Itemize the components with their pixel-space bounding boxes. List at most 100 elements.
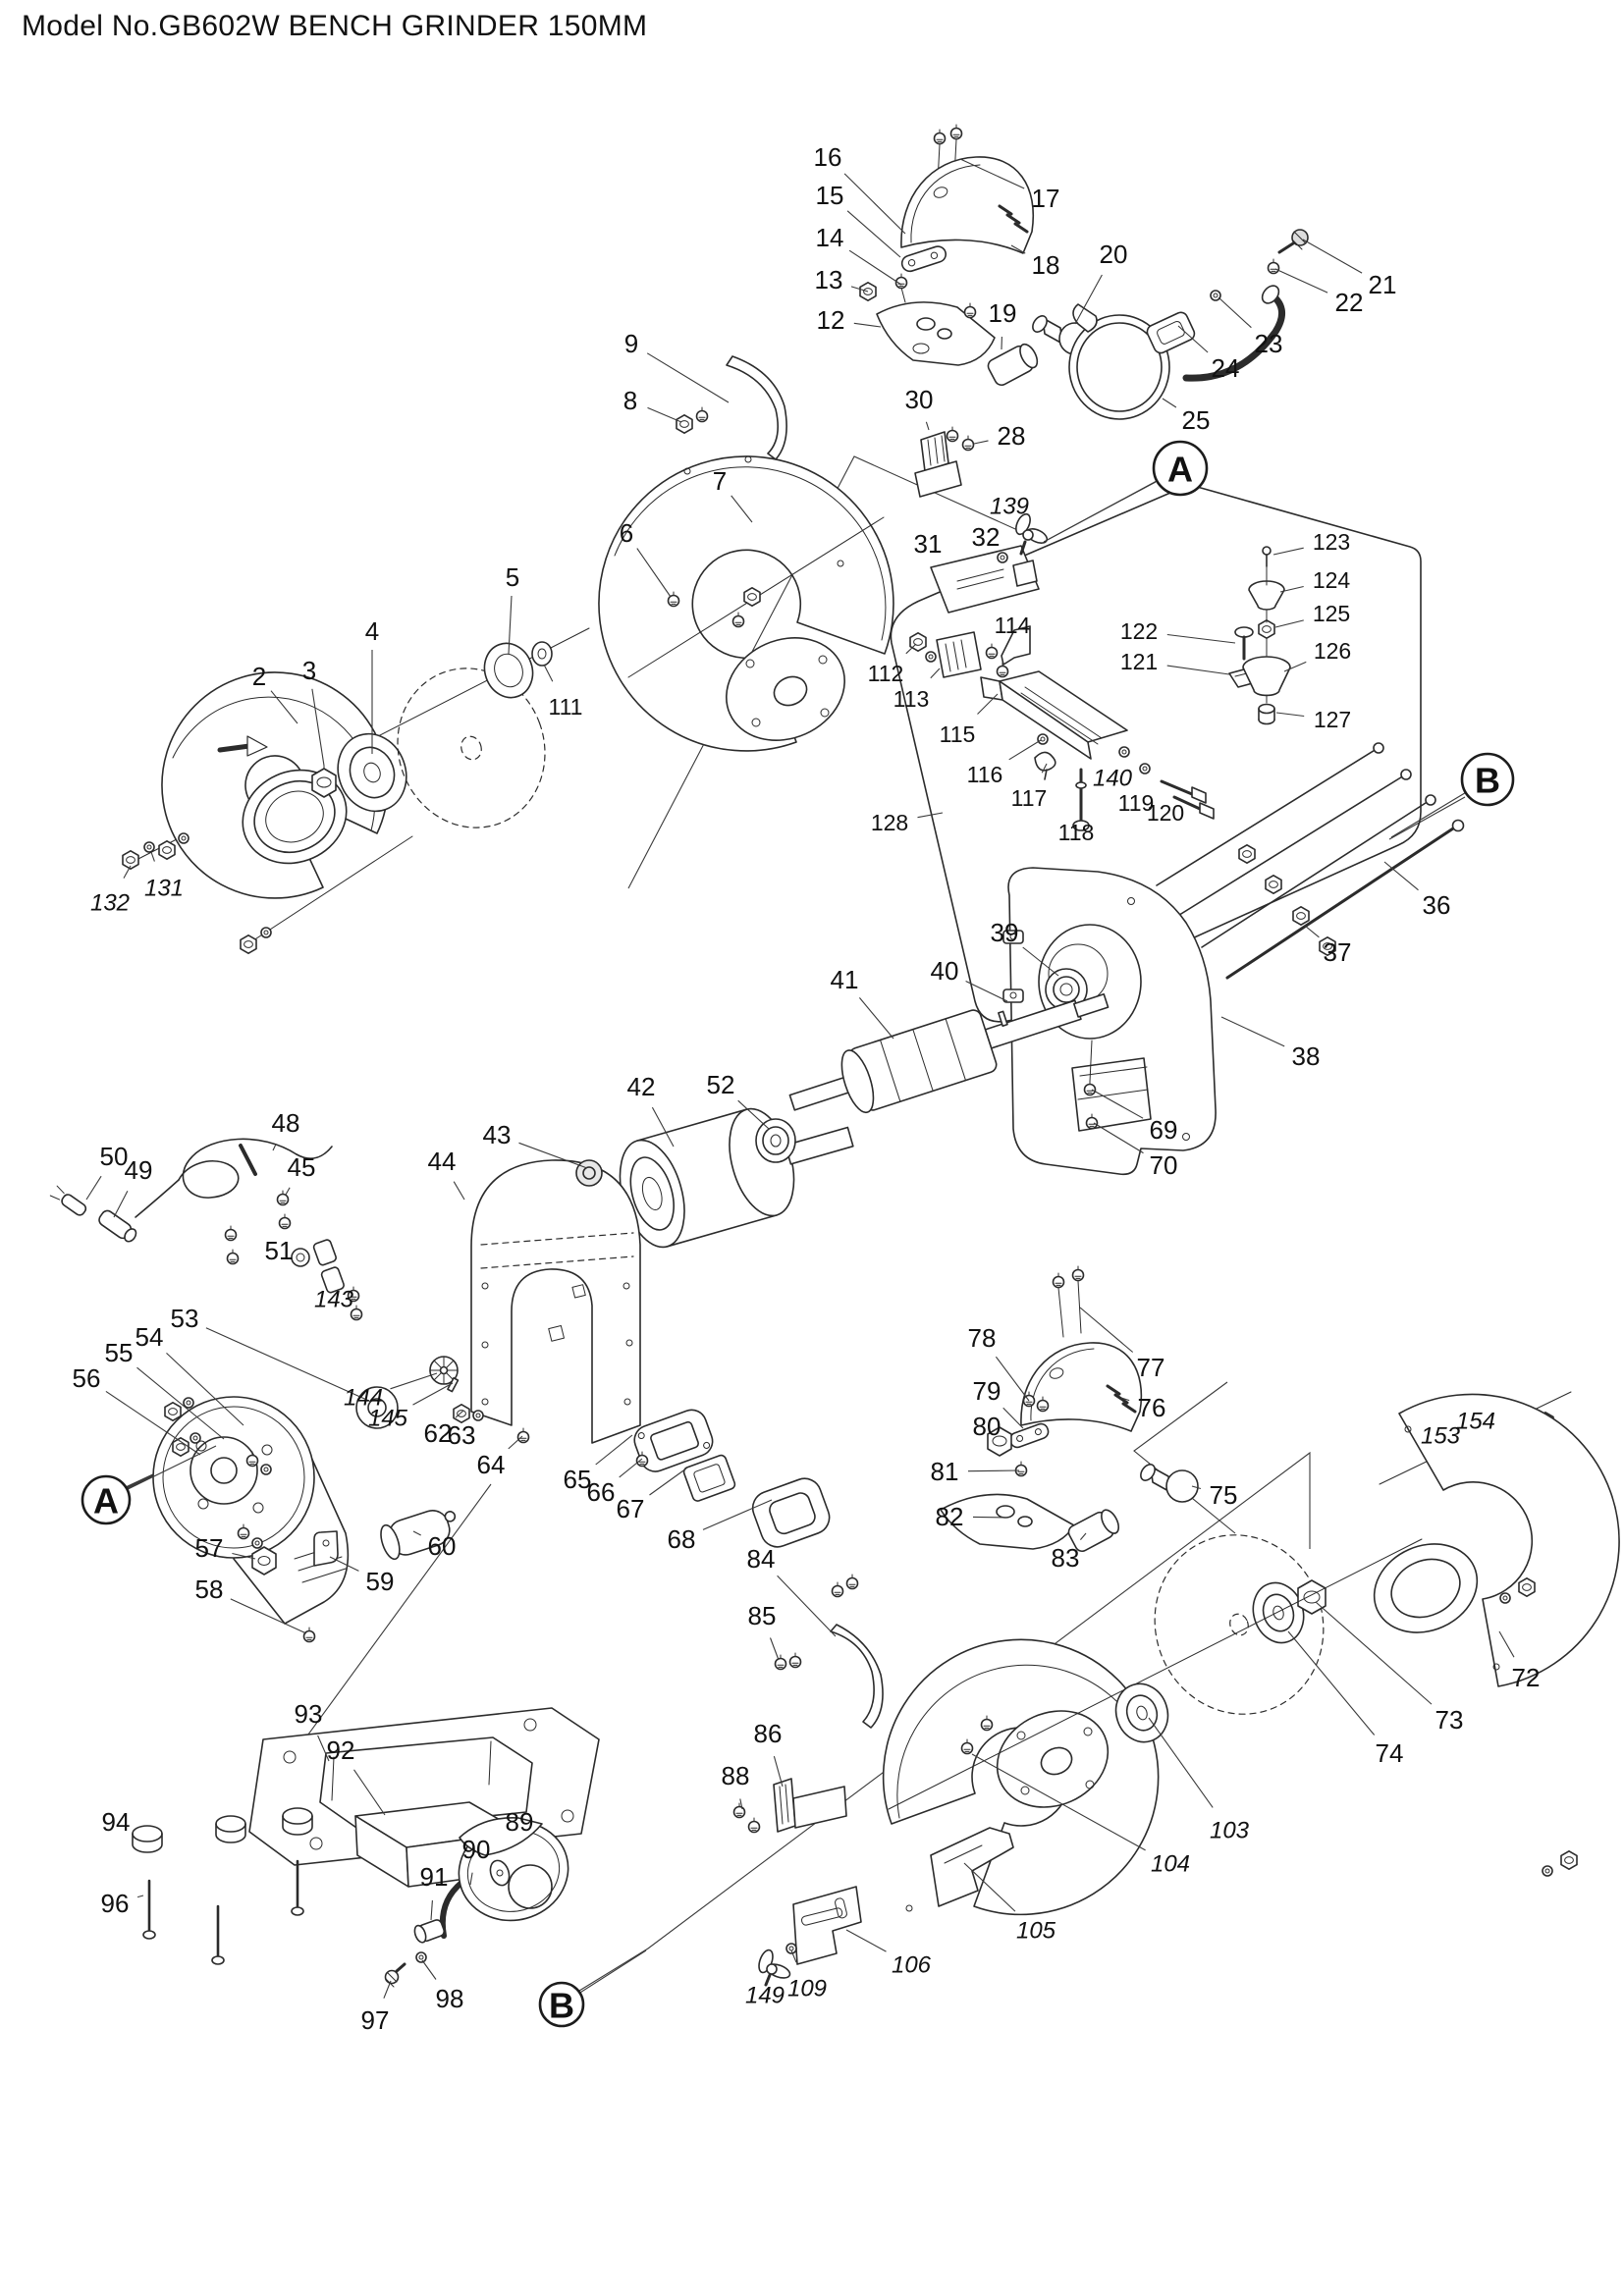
work-lamp-assembly	[384, 1817, 569, 1988]
vent-bracket-86	[773, 1778, 847, 1833]
lamp-shade-25	[1068, 314, 1170, 420]
leader-line-25	[1162, 398, 1177, 408]
part-label-118: 118	[1058, 820, 1095, 845]
leader-line-45	[285, 1187, 291, 1196]
leader-line-52	[737, 1099, 770, 1130]
flat-washer-53	[355, 1386, 399, 1429]
part-label-132: 132	[90, 890, 130, 917]
leader-line-117	[1041, 763, 1048, 774]
leader-line-103	[1148, 1717, 1214, 1808]
spark-guard-84	[830, 1624, 884, 1729]
leader-line-17	[959, 158, 1025, 189]
wing-knob-149	[758, 1949, 791, 1987]
part-label-116: 116	[967, 762, 1003, 787]
leader-line-126	[1283, 661, 1307, 672]
base-bolts-96	[142, 1859, 304, 1965]
page-title: Model No.GB602W BENCH GRINDER 150MM	[22, 10, 648, 42]
leader-line-5	[508, 595, 513, 655]
part-label-4: 4	[365, 616, 379, 646]
leader-line-40	[965, 981, 1008, 1002]
leader-line-128	[917, 812, 944, 819]
leader-line-111	[543, 664, 554, 682]
ball-bearing-52	[755, 1118, 796, 1163]
part-label-124: 124	[1313, 567, 1351, 593]
lamp-knob-91	[413, 1919, 446, 1944]
leader-line-145	[412, 1382, 454, 1406]
part-label-6: 6	[620, 518, 633, 548]
part-label-45: 45	[288, 1152, 316, 1182]
leader-line-123	[1272, 547, 1304, 556]
part-label-113: 113	[893, 686, 930, 712]
part-label-112: 112	[868, 661, 904, 686]
part-label-69: 69	[1150, 1115, 1178, 1145]
washer-111	[531, 641, 553, 667]
part-label-144: 144	[344, 1385, 383, 1412]
part-label-105: 105	[1016, 1918, 1056, 1945]
section-marker-circle-A0	[1152, 440, 1209, 497]
part-label-90: 90	[462, 1835, 491, 1864]
cord-end-50	[49, 1185, 87, 1216]
part-label-62: 62	[424, 1418, 453, 1448]
part-label-32: 32	[972, 522, 1001, 552]
leader-line-79	[1002, 1407, 1024, 1429]
part-label-120: 120	[1147, 800, 1184, 826]
leader-line-105	[963, 1862, 1016, 1912]
part-label-12: 12	[817, 305, 845, 335]
arbor-nut	[311, 768, 337, 798]
leader-line-125	[1274, 619, 1304, 628]
leader-line-88	[739, 1798, 743, 1810]
bushing-127	[1258, 703, 1275, 725]
part-label-83: 83	[1052, 1543, 1080, 1573]
eye-shield-cover-17	[900, 156, 1034, 254]
leader-line-2	[270, 690, 298, 724]
section-marker-label-A0: A	[1167, 450, 1193, 490]
leader-line-22	[1274, 268, 1328, 294]
part-label-96: 96	[101, 1889, 130, 1918]
cup-washer-124	[1248, 580, 1285, 611]
part-label-38: 38	[1292, 1041, 1321, 1071]
leader-line-96	[136, 1895, 144, 1898]
belt-cover-44	[470, 1159, 641, 1444]
part-label-89: 89	[506, 1807, 534, 1837]
part-label-125: 125	[1313, 601, 1350, 626]
part-label-24: 24	[1212, 353, 1240, 383]
leader-line-83	[1079, 1532, 1087, 1540]
part-label-103: 103	[1210, 1818, 1250, 1844]
leader-line-69	[1091, 1089, 1144, 1119]
part-label-5: 5	[506, 562, 519, 592]
carriage-bolt-118	[1072, 768, 1090, 831]
part-label-80: 80	[973, 1412, 1001, 1441]
leader-line-97	[383, 1980, 392, 1999]
part-label-58: 58	[195, 1575, 224, 1604]
part-label-57: 57	[195, 1533, 224, 1563]
main-wheel-guard-assembly	[598, 355, 894, 752]
part-label-39: 39	[991, 918, 1019, 947]
leader-line-93	[317, 1735, 330, 1762]
leader-line-6	[636, 548, 672, 598]
leader-line-18	[1010, 244, 1026, 254]
leader-line-55	[136, 1366, 225, 1440]
part-label-115: 115	[940, 721, 976, 747]
leader-line-12	[853, 322, 882, 328]
section-marker-label-B3: B	[549, 1986, 574, 2026]
part-label-64: 64	[477, 1450, 506, 1479]
leader-line-16	[843, 173, 906, 235]
part-label-128: 128	[871, 810, 908, 835]
part-label-154: 154	[1456, 1409, 1495, 1435]
motor-end-housing-38	[1007, 867, 1217, 1176]
part-label-20: 20	[1100, 240, 1128, 269]
part-label-44: 44	[428, 1147, 457, 1176]
arbor-nut-74	[1297, 1579, 1326, 1615]
switch-67	[682, 1454, 736, 1502]
lamp-arm-24	[1182, 289, 1286, 382]
rubber-feet-94	[132, 1807, 313, 1853]
part-label-30: 30	[905, 385, 934, 414]
capacitor-bracket-59	[313, 1530, 339, 1567]
leader-line-13	[850, 286, 869, 293]
leader-line-77	[1079, 1307, 1134, 1353]
switch-group	[453, 1404, 831, 1548]
wing-knob-139	[1015, 512, 1049, 556]
leader-line-122	[1166, 633, 1236, 644]
